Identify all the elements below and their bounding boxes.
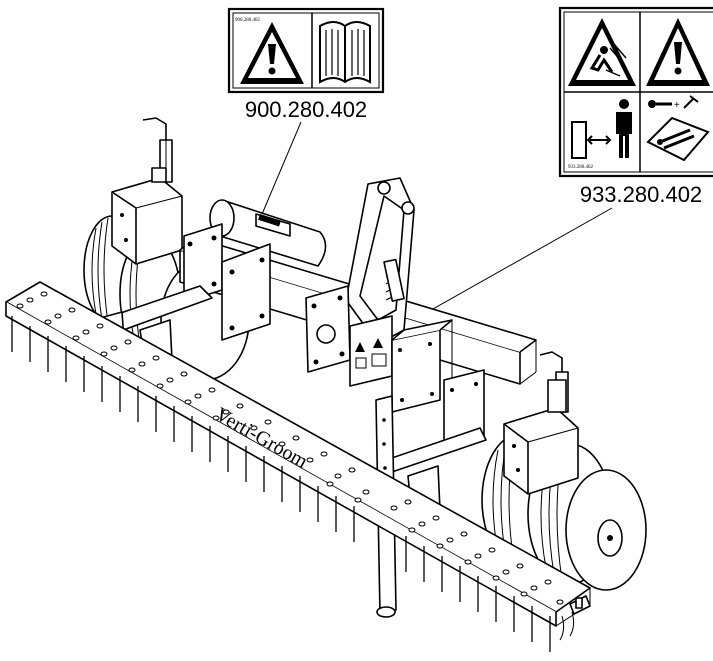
decal-part-number-900: 900.280.402 bbox=[245, 97, 367, 122]
warning-triangle-icon bbox=[240, 22, 304, 84]
decal-part-number-933: 933.280.402 bbox=[580, 182, 702, 207]
hitch-tower bbox=[345, 177, 415, 345]
decal-print-code: 933.280.402 bbox=[568, 165, 594, 170]
decal-933-280-402: 933.280.402 + bbox=[558, 6, 713, 178]
decal-print-code: 900.280.402 bbox=[235, 18, 261, 23]
keep-distance-icon: 933.280.402 bbox=[568, 99, 632, 170]
tines bbox=[11, 316, 551, 652]
verti-groom-machine: Verti-Groom bbox=[5, 117, 647, 652]
leader-line-900 bbox=[256, 121, 302, 227]
right-wheel-housing bbox=[503, 379, 579, 495]
left-gearbox bbox=[111, 167, 183, 265]
svg-text:+: + bbox=[674, 100, 680, 111]
manual-book-icon bbox=[319, 21, 371, 84]
right-gearbox-1 bbox=[391, 319, 453, 413]
end-clip bbox=[559, 595, 591, 641]
tine-bar: Verti-Groom bbox=[5, 281, 591, 627]
left-bracket bbox=[183, 223, 271, 341]
decal-900-280-402: 900.280.402 bbox=[227, 7, 385, 94]
crush-hazard-icon bbox=[568, 18, 636, 86]
hydraulic-cylinder bbox=[209, 199, 327, 267]
warning-triangle-icon bbox=[646, 18, 710, 86]
maintenance-icon: + bbox=[646, 95, 710, 162]
center-mount-plate bbox=[305, 285, 393, 387]
